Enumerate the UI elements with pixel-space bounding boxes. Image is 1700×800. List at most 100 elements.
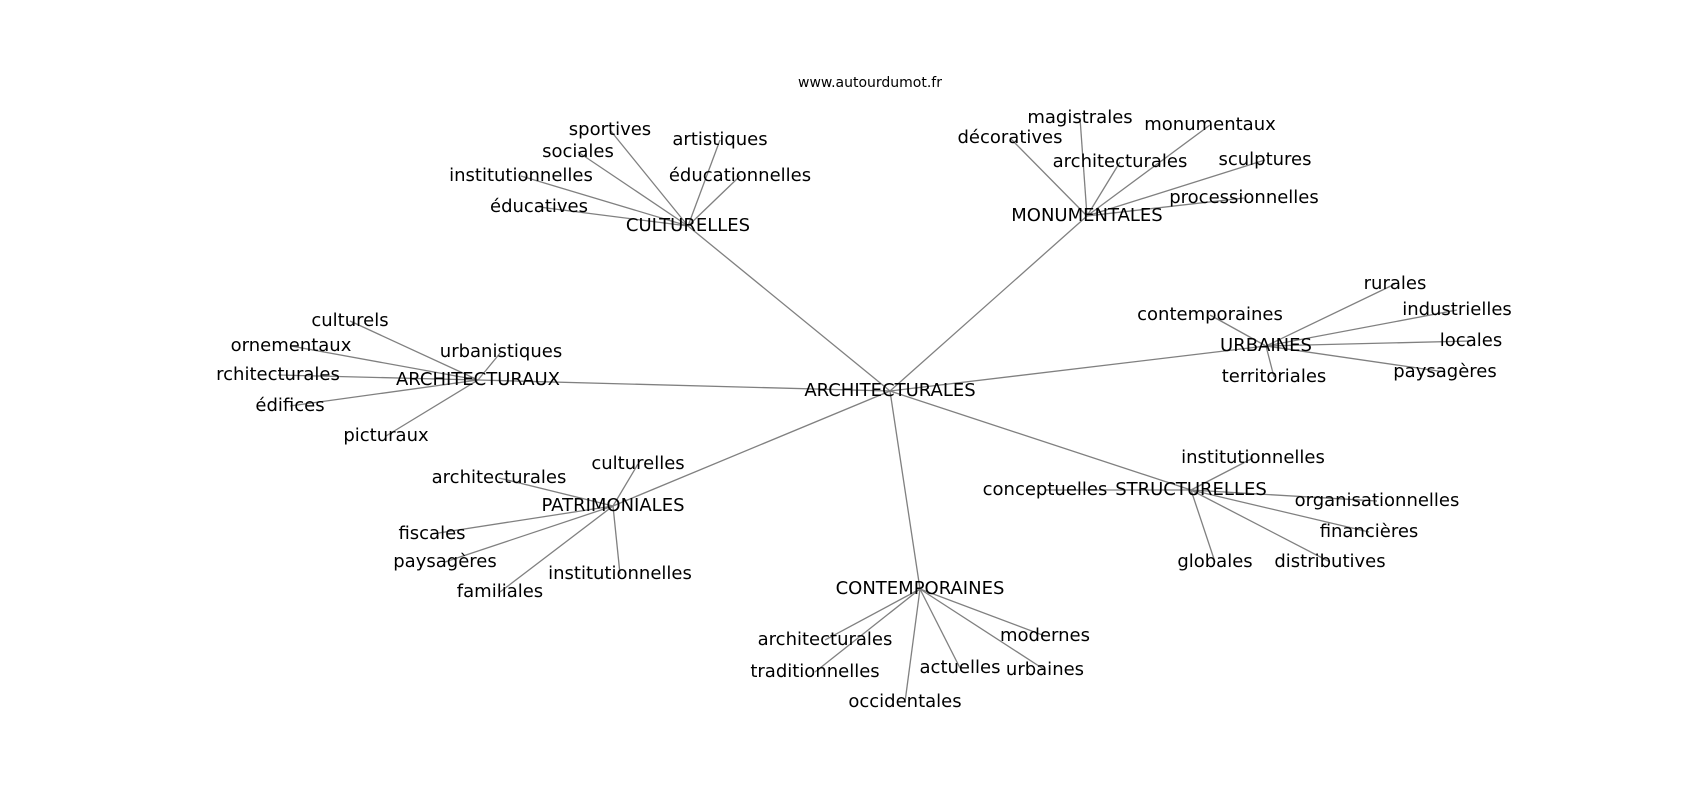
leaf-node: industrielles bbox=[1402, 299, 1512, 320]
edge-center-hub bbox=[889, 390, 921, 590]
edge-center-hub bbox=[477, 379, 891, 392]
edge-hub-leaf bbox=[520, 175, 689, 227]
leaf-node: distributives bbox=[1274, 551, 1385, 572]
leaf-node: architecturales bbox=[432, 467, 567, 488]
edge-center-hub bbox=[612, 390, 891, 507]
edge-hub-leaf bbox=[824, 588, 921, 641]
edge-hub-leaf bbox=[919, 588, 1046, 637]
hub-node: PATRIMONIALES bbox=[541, 495, 684, 516]
leaf-node: locales bbox=[1440, 330, 1502, 351]
edge-hub-leaf bbox=[687, 175, 741, 227]
leaf-node: artistiques bbox=[672, 129, 767, 150]
leaf-node: globales bbox=[1177, 551, 1252, 572]
leaf-node: culturels bbox=[311, 310, 388, 331]
edge-hub-leaf bbox=[290, 345, 479, 381]
edge-hub-leaf bbox=[349, 320, 479, 381]
leaf-node: institutionnelles bbox=[548, 563, 692, 584]
edge-center-hub bbox=[889, 390, 1192, 491]
site-title: www.autourdumot.fr bbox=[798, 75, 942, 91]
edge-hub-leaf bbox=[1086, 159, 1266, 217]
edge-hub-leaf bbox=[277, 374, 479, 381]
hub-node: ARCHITECTURAUX bbox=[396, 369, 560, 390]
edge-hub-leaf bbox=[612, 505, 621, 575]
edge-hub-leaf bbox=[385, 379, 479, 437]
edge-hub-leaf bbox=[919, 588, 961, 669]
edge-hub-leaf bbox=[1209, 314, 1267, 347]
edge-center-hub bbox=[687, 225, 891, 392]
labels: www.autourdumot.fr ARCHITECTURALES CULTU… bbox=[216, 75, 1512, 712]
edge-hub-leaf bbox=[1009, 137, 1088, 217]
leaf-node: ornementaux bbox=[231, 335, 352, 356]
edge-hub-leaf bbox=[477, 351, 502, 381]
hub-node: STRUCTURELLES bbox=[1115, 479, 1267, 500]
leaf-node: familiales bbox=[457, 581, 543, 602]
leaf-node: modernes bbox=[1000, 625, 1090, 646]
leaf-node: urbanistiques bbox=[440, 341, 562, 362]
leaf-node: sportives bbox=[569, 119, 651, 140]
leaf-node: architecturales bbox=[758, 629, 893, 650]
edge-hub-leaf bbox=[499, 505, 614, 593]
leaf-node: éducatives bbox=[490, 196, 588, 217]
leaf-node: monumentaux bbox=[1144, 114, 1276, 135]
leaf-node: magistrales bbox=[1027, 107, 1132, 128]
edge-hub-leaf bbox=[498, 477, 614, 507]
edge-hub-leaf bbox=[814, 588, 921, 673]
leaf-node: architecturales bbox=[1053, 151, 1188, 172]
leaf-node: institutionnelles bbox=[449, 165, 593, 186]
leaf-node: éducationnelles bbox=[669, 165, 811, 186]
leaf-node: sculptures bbox=[1218, 149, 1311, 170]
edge-hub-leaf bbox=[919, 588, 1046, 671]
leaf-node: décoratives bbox=[957, 127, 1062, 148]
edge-hub-leaf bbox=[538, 206, 689, 227]
edge-hub-leaf bbox=[1265, 340, 1472, 347]
center-node: ARCHITECTURALES bbox=[804, 380, 975, 401]
edge-hub-leaf bbox=[577, 151, 689, 227]
leaf-node: conceptuelles bbox=[983, 479, 1108, 500]
edge-hub-leaf bbox=[904, 588, 921, 703]
leaf-node: rurales bbox=[1364, 273, 1427, 294]
edge-hub-leaf bbox=[1079, 117, 1088, 217]
leaf-node: sociales bbox=[542, 141, 614, 162]
leaf-node: financières bbox=[1320, 521, 1419, 542]
leaf-node: processionnelles bbox=[1169, 187, 1319, 208]
leaf-node: actuelles bbox=[920, 657, 1001, 678]
edge-hub-leaf bbox=[1086, 161, 1121, 217]
edge-hub-leaf bbox=[1265, 283, 1396, 347]
leaf-node: occidentales bbox=[848, 691, 961, 712]
hub-node: CONTEMPORAINES bbox=[836, 578, 1005, 599]
leaf-node: territoriales bbox=[1222, 366, 1327, 387]
edge-hub-leaf bbox=[1190, 489, 1216, 563]
edge-hub-leaf bbox=[612, 463, 639, 507]
edge-hub-leaf bbox=[289, 379, 479, 407]
leaf-node: picturaux bbox=[343, 425, 429, 446]
edge-hub-leaf bbox=[1190, 489, 1331, 563]
leaf-node: paysagères bbox=[1393, 361, 1496, 382]
edge-hub-leaf bbox=[1265, 345, 1275, 378]
edge-hub-leaf bbox=[1086, 197, 1245, 217]
leaf-node: édifices bbox=[255, 395, 324, 416]
edge-hub-leaf bbox=[1190, 457, 1254, 491]
hub-node: URBAINES bbox=[1220, 335, 1312, 356]
edge-hub-leaf bbox=[1190, 489, 1378, 502]
leaf-node: paysagères bbox=[393, 551, 496, 572]
edge-center-hub bbox=[889, 345, 1267, 392]
leaf-node: culturelles bbox=[591, 453, 684, 474]
edge-hub-leaf bbox=[1265, 345, 1446, 373]
edge-hub-leaf bbox=[431, 505, 614, 535]
edge-hub-leaf bbox=[444, 505, 614, 563]
edge-hub-leaf bbox=[687, 139, 721, 227]
leaf-node: organisationnelles bbox=[1295, 490, 1460, 511]
hub-node: MONUMENTALES bbox=[1011, 205, 1162, 226]
leaf-node: traditionnelles bbox=[750, 661, 879, 682]
leaf-node: fiscales bbox=[398, 523, 465, 544]
leaf-node: institutionnelles bbox=[1181, 447, 1325, 468]
edge-hub-leaf bbox=[609, 129, 689, 227]
edges bbox=[277, 117, 1472, 703]
leaf-node: urbaines bbox=[1006, 659, 1084, 680]
leaf-node: contemporaines bbox=[1137, 304, 1283, 325]
edge-hub-leaf bbox=[1086, 124, 1211, 217]
edge-hub-leaf bbox=[1265, 309, 1458, 347]
leaf-node: rchitecturales bbox=[216, 364, 340, 385]
hub-node: CULTURELLES bbox=[626, 215, 750, 236]
